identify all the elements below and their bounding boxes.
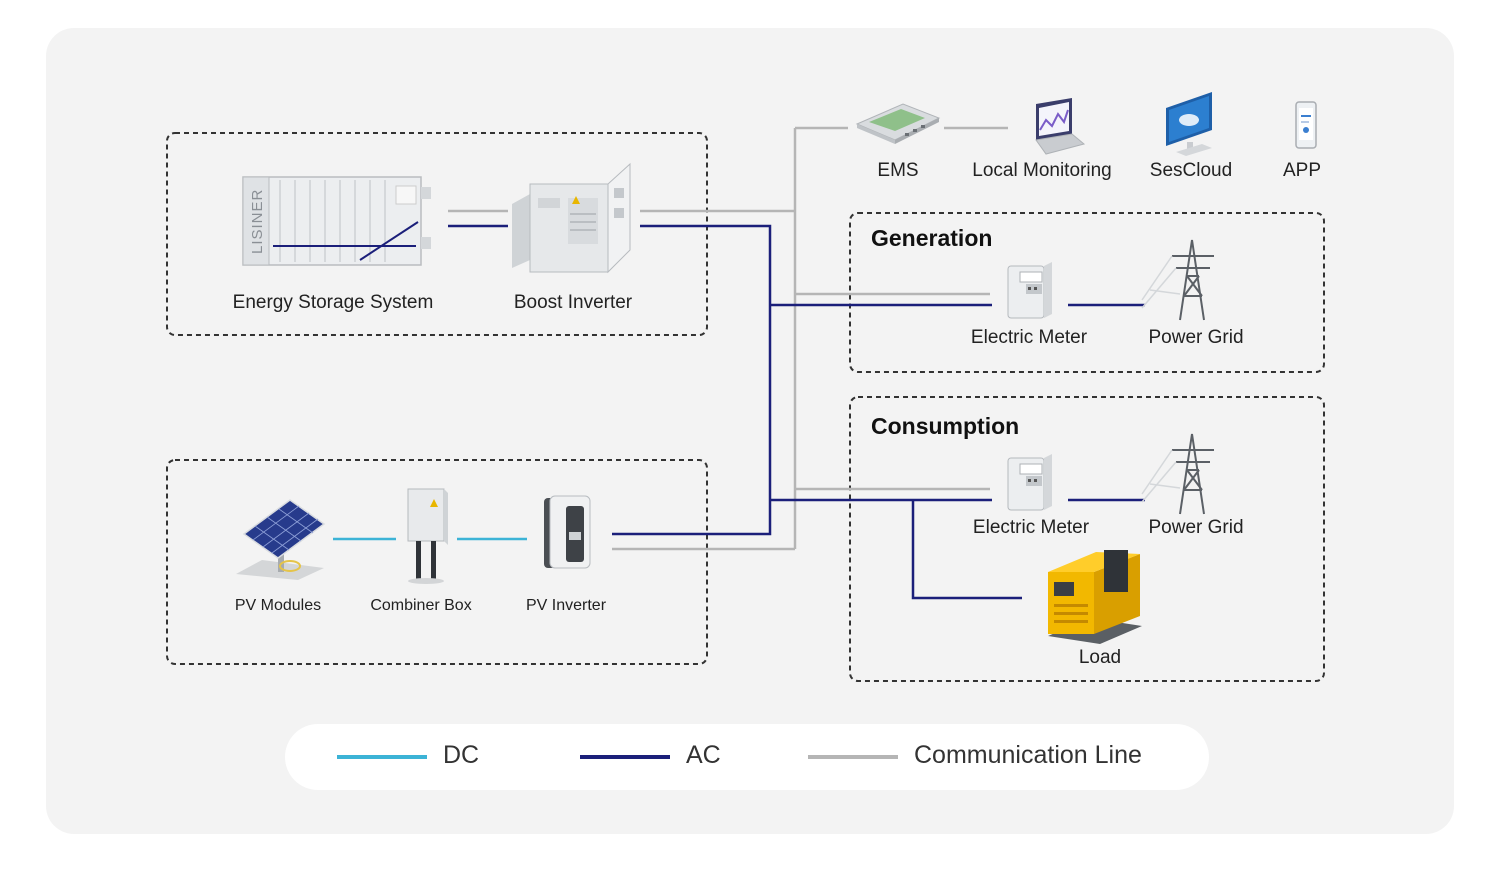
consumption-group-box bbox=[849, 396, 1325, 682]
generation-electric-meter-icon bbox=[1007, 262, 1052, 319]
consumption-power-tower-icon bbox=[1141, 433, 1214, 515]
consumption-grid-label: Power Grid bbox=[1148, 517, 1244, 538]
pv-inverter-label: PV Inverter bbox=[525, 597, 607, 614]
ems-label: EMS bbox=[877, 160, 919, 181]
load-label: Load bbox=[1078, 647, 1122, 668]
ac-lines bbox=[448, 224, 1145, 600]
ess-group-box bbox=[166, 132, 708, 336]
combiner-box-label: Combiner Box bbox=[370, 597, 472, 614]
consumption-meter-label: Electric Meter bbox=[972, 517, 1090, 538]
pv-modules-label: PV Modules bbox=[234, 597, 322, 614]
boost-inverter-label: Boost Inverter bbox=[513, 292, 633, 313]
consumption-title: Consumption bbox=[871, 413, 1020, 439]
laptop-monitoring-icon bbox=[1035, 98, 1086, 155]
communication-lines bbox=[448, 126, 1008, 551]
energy-storage-container-icon: LISINER bbox=[242, 176, 431, 266]
local-monitoring-label: Local Monitoring bbox=[972, 160, 1112, 181]
generation-grid-label: Power Grid bbox=[1148, 327, 1244, 348]
legend-communication-label: Communication Line bbox=[914, 741, 1142, 769]
energy-storage-system-label: Energy Storage System bbox=[232, 292, 434, 313]
generation-group-box bbox=[849, 212, 1325, 373]
consumption-electric-meter-icon bbox=[1007, 454, 1052, 511]
ess-brand-text: LISINER bbox=[249, 189, 266, 254]
cloud-monitor-icon bbox=[1166, 92, 1212, 156]
combiner-box-icon bbox=[407, 488, 448, 584]
solar-panel-icon bbox=[236, 499, 326, 580]
mobile-app-icon bbox=[1295, 101, 1317, 149]
generation-title: Generation bbox=[871, 225, 993, 251]
legend-ac-label: AC bbox=[686, 741, 721, 769]
generator-load-icon bbox=[1048, 550, 1142, 644]
pv-group-box bbox=[166, 459, 708, 665]
generation-power-tower-icon bbox=[1141, 239, 1214, 321]
legend-dc-label: DC bbox=[443, 741, 480, 769]
diagram-background bbox=[46, 28, 1454, 834]
ems-controller-icon bbox=[855, 103, 941, 144]
legend-dc-swatch bbox=[337, 755, 427, 759]
legend-ac-swatch bbox=[580, 755, 670, 759]
legend-communication-swatch bbox=[808, 755, 898, 759]
generation-meter-label: Electric Meter bbox=[970, 327, 1088, 348]
pv-inverter-icon bbox=[544, 495, 591, 569]
sescloud-label: SesCloud bbox=[1149, 160, 1233, 181]
app-label: APP bbox=[1282, 160, 1322, 181]
legend: DC AC Communication Line bbox=[285, 724, 1209, 790]
boost-inverter-cabinet-icon bbox=[512, 162, 631, 274]
